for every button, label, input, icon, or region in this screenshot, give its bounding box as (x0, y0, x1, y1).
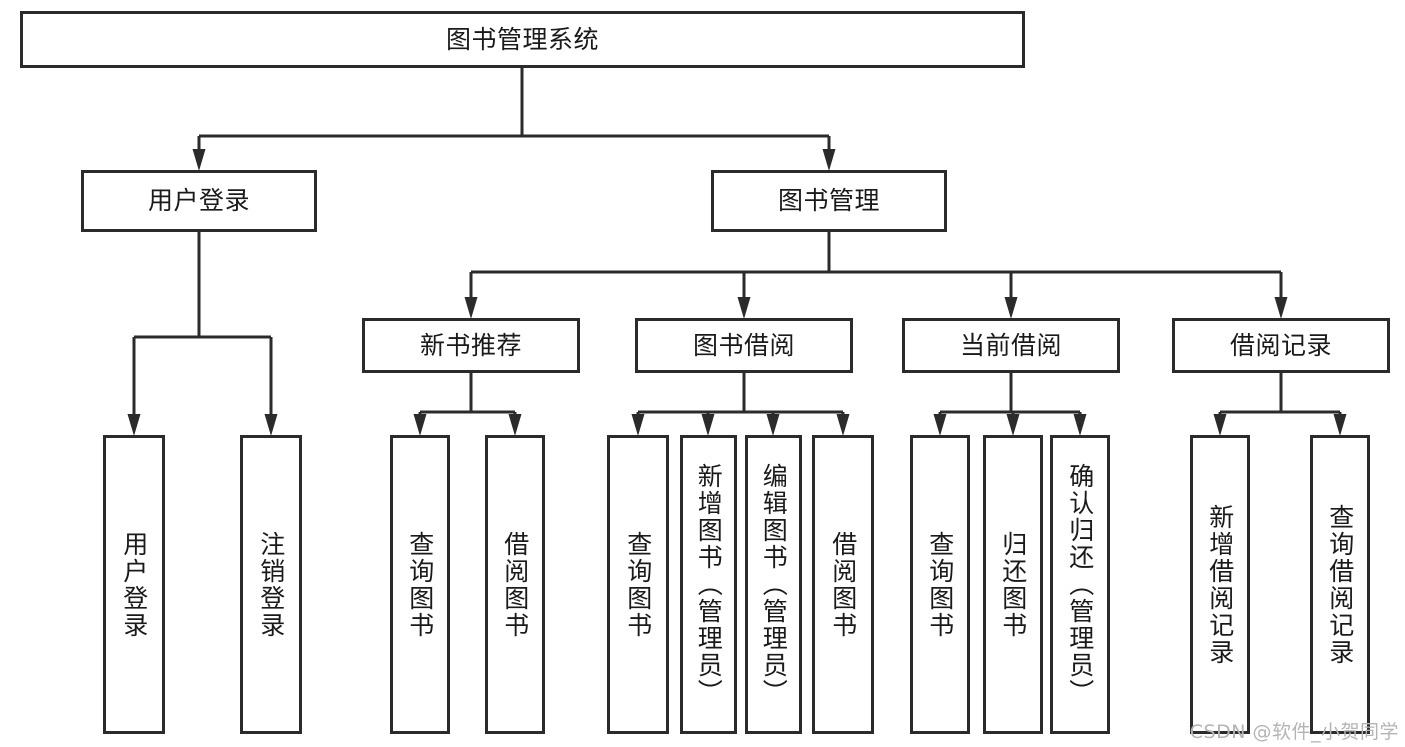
node-level2-current-borrow[interactable]: 当前借阅 (902, 318, 1120, 373)
node-label: 编辑图书（管理员） (759, 463, 789, 706)
watermark: CSDN @软件_小贺同学 (1189, 721, 1399, 743)
node-label: 图书借阅 (692, 330, 795, 360)
node-level2-new-book-recommend[interactable]: 新书推荐 (362, 318, 580, 373)
node-leaf-query-borrow-record[interactable]: 查询借阅记录 (1310, 435, 1370, 734)
node-label: 注销登录 (256, 530, 286, 639)
node-leaf-add-borrow-record[interactable]: 新增借阅记录 (1190, 435, 1250, 734)
node-leaf-confirm-return-admin[interactable]: 确认归还（管理员） (1050, 435, 1110, 734)
node-label: 当前借阅 (959, 330, 1062, 360)
node-level2-borrow-records[interactable]: 借阅记录 (1172, 318, 1390, 373)
node-root[interactable]: 图书管理系统 (20, 11, 1025, 68)
node-label: 查询借阅记录 (1325, 503, 1355, 666)
node-label: 借阅图书 (828, 530, 858, 639)
node-level2-book-borrow[interactable]: 图书借阅 (635, 318, 853, 373)
node-leaf-query-book-borrow[interactable]: 查询图书 (607, 435, 669, 734)
node-label: 用户登录 (147, 186, 250, 216)
node-label: 用户登录 (119, 530, 149, 639)
node-level1-book-management[interactable]: 图书管理 (711, 170, 947, 232)
node-leaf-return-book[interactable]: 归还图书 (983, 435, 1043, 734)
node-leaf-borrow-book[interactable]: 借阅图书 (812, 435, 874, 734)
node-leaf-user-login[interactable]: 用户登录 (103, 435, 165, 734)
node-label: 新增图书（管理员） (694, 463, 724, 706)
node-label: 图书管理系统 (445, 24, 599, 54)
node-leaf-borrow-book-recommend[interactable]: 借阅图书 (485, 435, 545, 734)
node-label: 归还图书 (998, 530, 1028, 639)
node-leaf-logout[interactable]: 注销登录 (240, 435, 302, 734)
node-leaf-query-book-current[interactable]: 查询图书 (910, 435, 970, 734)
node-label: 确认归还（管理员） (1065, 463, 1095, 706)
node-label: 查询图书 (925, 530, 955, 639)
node-label: 查询图书 (623, 530, 653, 639)
node-label: 新书推荐 (419, 330, 522, 360)
node-leaf-edit-book-admin[interactable]: 编辑图书（管理员） (745, 435, 802, 734)
node-leaf-query-book-recommend[interactable]: 查询图书 (390, 435, 450, 734)
node-label: 图书管理 (777, 186, 880, 216)
node-level1-user-login[interactable]: 用户登录 (81, 170, 317, 232)
node-label: 借阅图书 (500, 530, 530, 639)
node-label: 新增借阅记录 (1205, 503, 1235, 666)
node-leaf-add-book-admin[interactable]: 新增图书（管理员） (680, 435, 737, 734)
node-label: 查询图书 (405, 530, 435, 639)
node-label: 借阅记录 (1229, 330, 1332, 360)
